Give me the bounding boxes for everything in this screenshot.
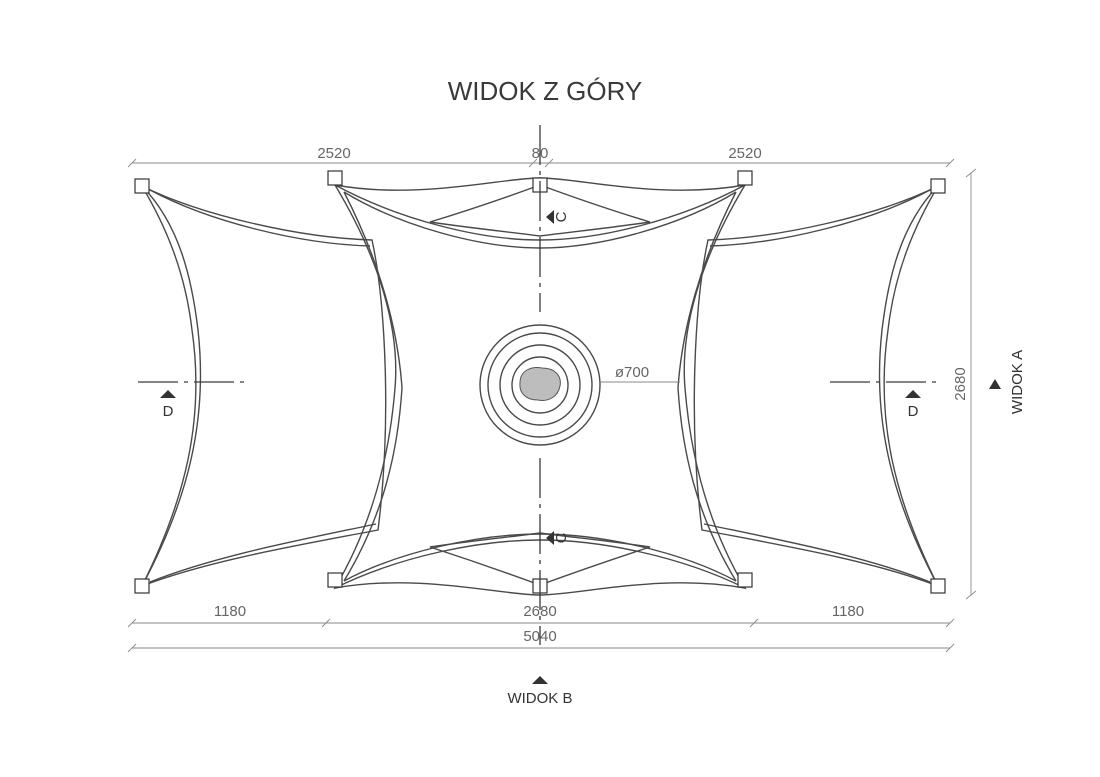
post bbox=[930, 578, 946, 594]
section-d-right-label: D bbox=[908, 403, 919, 420]
tree-trunk bbox=[519, 367, 561, 401]
right-dimension-line bbox=[965, 168, 977, 600]
view-a-arrow bbox=[989, 379, 1001, 389]
bottom-dimension-line-1 bbox=[127, 618, 955, 628]
post bbox=[930, 178, 946, 194]
dim-overall: 5040 bbox=[523, 628, 556, 645]
post bbox=[327, 170, 343, 186]
drawing-title: WIDOK Z GÓRY bbox=[448, 76, 643, 106]
section-c-bottom-arrow bbox=[546, 531, 554, 545]
section-d-right-arrow bbox=[905, 390, 921, 398]
post bbox=[737, 170, 753, 186]
section-d-left-label: D bbox=[163, 403, 174, 420]
post bbox=[737, 572, 753, 588]
dim-diameter: ø700 bbox=[615, 364, 649, 381]
view-b-label: WIDOK B bbox=[507, 690, 572, 707]
bottom-connector-sail bbox=[429, 532, 651, 586]
bottom-dimension-line-2 bbox=[127, 643, 955, 653]
top-dimension-line bbox=[127, 158, 955, 168]
tree-ring-outer bbox=[479, 324, 601, 446]
dim-bottom-right: 1180 bbox=[832, 603, 864, 620]
section-c-bottom-label: C bbox=[553, 532, 570, 543]
section-d-left-arrow bbox=[160, 390, 176, 398]
section-c-top-arrow bbox=[546, 210, 554, 224]
post bbox=[327, 572, 343, 588]
section-axes bbox=[138, 125, 942, 645]
dim-top-right: 2520 bbox=[728, 145, 761, 162]
left-sail bbox=[140, 184, 387, 588]
central-sail bbox=[333, 183, 747, 590]
view-a-label: WIDOK A bbox=[1009, 350, 1026, 414]
view-b-arrow bbox=[532, 676, 548, 684]
right-sail bbox=[693, 184, 940, 588]
dim-bottom-left: 1180 bbox=[214, 603, 246, 620]
post bbox=[134, 178, 150, 194]
section-c-top-label: C bbox=[553, 211, 570, 222]
post bbox=[134, 578, 150, 594]
dim-bottom-center: 2680 bbox=[523, 603, 556, 620]
dim-top-left: 2520 bbox=[317, 145, 350, 162]
top-connector-sail bbox=[429, 184, 651, 237]
canopy-structure bbox=[140, 177, 940, 596]
dim-right-height: 2680 bbox=[952, 367, 969, 400]
